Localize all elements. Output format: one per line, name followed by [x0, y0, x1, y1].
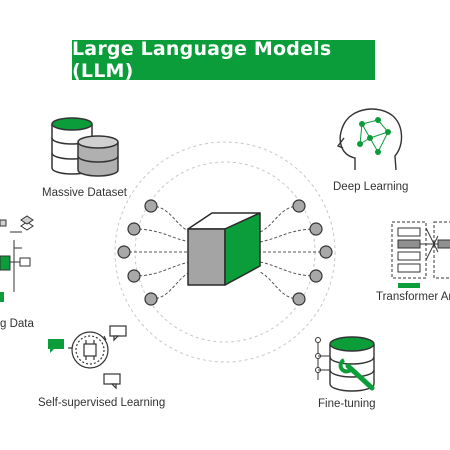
database-wrench-icon	[315, 336, 375, 392]
flowchart-icon	[0, 215, 34, 302]
cube-icon	[187, 212, 261, 286]
brain-icon	[336, 108, 403, 171]
chat-brain-icon	[48, 325, 127, 390]
label-massive-dataset: Massive Dataset	[42, 187, 128, 199]
label-fine-tuning: Fine-tuning	[318, 398, 376, 410]
label-training-data: g Data	[0, 318, 34, 330]
architecture-icon	[391, 221, 450, 288]
page-title: Large Language Models (LLM)	[72, 38, 332, 82]
label-transformer: Transformer Arc	[376, 291, 450, 303]
label-deep-learning: Deep Learning	[333, 181, 409, 193]
connector-nodes	[117, 199, 333, 306]
title-banner: Large Language Models (LLM)	[72, 38, 375, 82]
label-self-supervised: Self-supervised Learning	[38, 397, 166, 409]
database-icon	[51, 117, 119, 177]
